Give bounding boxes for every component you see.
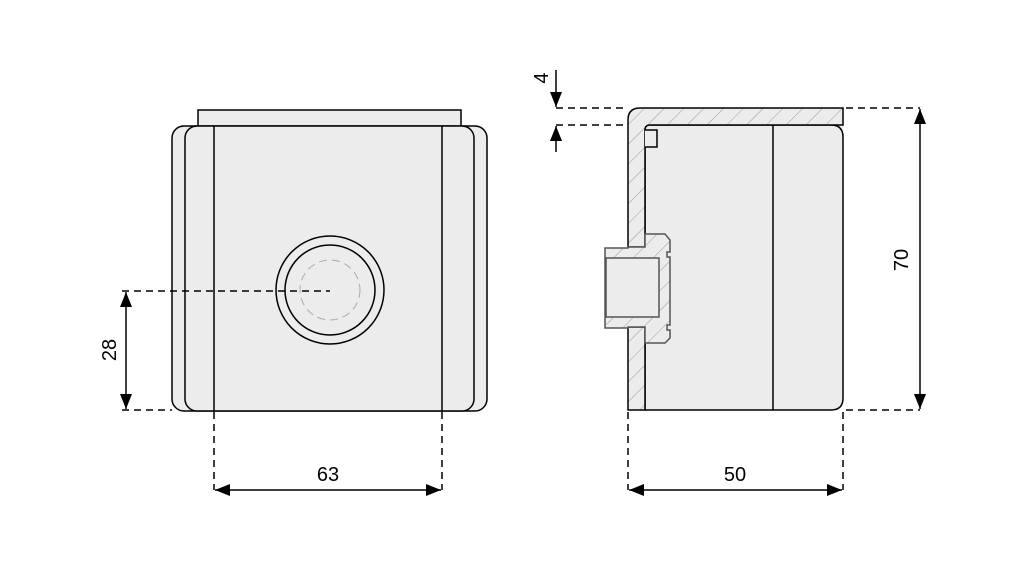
- front-view: [171, 109, 488, 412]
- side-view: [604, 107, 844, 411]
- inner-body: [644, 124, 844, 411]
- dim-70-label: 70: [891, 249, 913, 271]
- gland-bore: [605, 257, 660, 318]
- lid-lip: [645, 129, 658, 148]
- lower-wall-section: [627, 326, 646, 411]
- dim-28-label: 28: [99, 339, 121, 361]
- top-cap: [197, 109, 462, 128]
- dim-63-label: 63: [317, 464, 339, 486]
- gland-inner-ring: [284, 244, 376, 336]
- front-dimensions: [120, 290, 443, 496]
- side-dimensions: [550, 70, 926, 496]
- hidden-bore: [299, 259, 361, 321]
- dim-4-label: 4: [531, 72, 553, 83]
- dim-50-label: 50: [724, 464, 746, 486]
